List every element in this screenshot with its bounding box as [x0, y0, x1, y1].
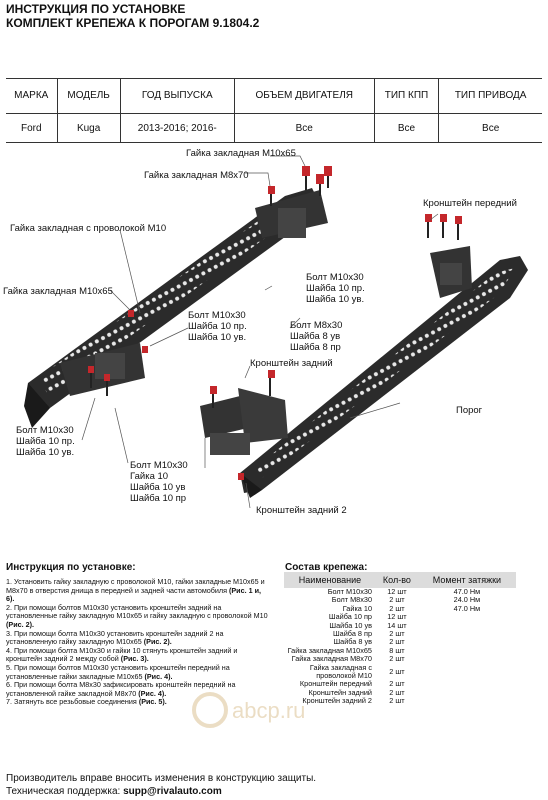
- left-rear-bracket: [60, 343, 145, 396]
- step-5: 5. При помощи болтов М10х30 установить к…: [6, 662, 230, 681]
- fasteners-table: Наименование Кол-во Момент затяжки Болт …: [284, 572, 516, 706]
- label-nut-m8x70: Гайка закладная М8х70: [144, 170, 249, 181]
- vehicle-spec-table: МАРКА МОДЕЛЬ ГОД ВЫПУСКА ОБЪЕМ ДВИГАТЕЛЯ…: [6, 78, 542, 143]
- label-nut-wire-m10: Гайка закладная с проволокой М10: [10, 223, 167, 234]
- bolt-stems: [90, 176, 459, 408]
- spec-col-brand: МАРКА: [6, 78, 58, 114]
- label-bolt-group-c: Болт М8х30 Шайба 8 ув Шайба 8 пр: [290, 320, 343, 353]
- doc-subtitle: КОМПЛЕКТ КРЕПЕЖА К ПОРОГАМ 9.1804.2: [6, 16, 260, 30]
- label-step-board: Порог: [456, 405, 483, 416]
- spec-engine: Все: [233, 113, 375, 143]
- spec-header-row: МАРКА МОДЕЛЬ ГОД ВЫПУСКА ОБЪЕМ ДВИГАТЕЛЯ…: [6, 78, 542, 114]
- right-front-bracket: [430, 246, 472, 298]
- spec-col-year: ГОД ВЫПУСКА: [119, 78, 235, 114]
- instructions-steps: 1. Установить гайку закладную с проволок…: [6, 577, 271, 707]
- spec-gearbox: Все: [373, 113, 439, 143]
- fasteners-col-name: Наименование: [284, 572, 376, 588]
- spec-model: Kuga: [56, 113, 121, 143]
- step-4: 4. При помощи болта М10х30 и гайки 10 ст…: [6, 645, 238, 664]
- label-bolt-group-b: Болт М10х30 Шайба 10 пр. Шайба 10 ув.: [188, 310, 247, 343]
- spec-year: 2013-2016; 2016-: [119, 113, 235, 143]
- svg-text:abcp.ru: abcp.ru: [232, 698, 305, 723]
- spec-col-drive: ТИП ПРИВОДА: [438, 78, 542, 114]
- spec-col-model: МОДЕЛЬ: [56, 78, 121, 114]
- fastener-markers: [88, 166, 462, 480]
- abcp-watermark-logo: abcp.ru: [192, 692, 305, 728]
- step-6: 6. При помощи болта М8х30 зафиксировать …: [6, 680, 236, 698]
- label-rear-bracket-2: Кронштейн задний 2: [256, 505, 347, 516]
- left-front-bracket: [255, 190, 328, 238]
- step-7: 7. Затянуть все резьбовые соединения (Ри…: [6, 697, 167, 707]
- support-email-link[interactable]: supp@rivalauto.com: [123, 786, 222, 797]
- fasteners-title: Состав крепежа:: [285, 562, 368, 573]
- label-nut-m10x65-top: Гайка закладная М10х65: [186, 148, 296, 159]
- label-rear-bracket: Кронштейн задний: [250, 358, 333, 369]
- fasteners-header-row: Наименование Кол-во Момент затяжки: [284, 572, 516, 588]
- step-3: 3. При помощи болта М10х30 установить кр…: [6, 628, 224, 647]
- exploded-assembly-diagram: [24, 155, 528, 509]
- leader-lines: [81, 155, 439, 509]
- right-step-board: [240, 256, 528, 498]
- spec-drive: Все: [438, 113, 542, 143]
- spec-brand: Ford: [6, 113, 58, 143]
- label-nut-m10x65-left: Гайка закладная М10х65: [3, 286, 113, 297]
- footer-support: Техническая поддержка: supp@rivalauto.co…: [6, 786, 222, 797]
- doc-title: ИНСТРУКЦИЯ ПО УСТАНОВКЕ: [6, 2, 186, 16]
- spec-data-row: Ford Kuga 2013-2016; 2016- Все Все Все: [6, 113, 542, 143]
- label-bolt-group-d: Болт М10х30 Шайба 10 пр. Шайба 10 ув.: [16, 425, 75, 458]
- instructions-title: Инструкция по установке:: [6, 562, 136, 573]
- step-1: 1. Установить гайку закладную с проволок…: [6, 577, 265, 604]
- fasteners-col-torque: Момент затяжки: [417, 572, 516, 588]
- spec-col-engine: ОБЪЕМ ДВИГАТЕЛЯ: [233, 78, 375, 114]
- label-bolt-group-a: Болт М10х30 Шайба 10 пр. Шайба 10 ув.: [306, 272, 365, 305]
- fasteners-col-qty: Кол-во: [376, 572, 418, 588]
- step-2: 2. При помощи болтов М10х30 установить к…: [6, 602, 268, 629]
- spec-col-gearbox: ТИП КПП: [373, 78, 439, 114]
- label-bolt-group-e: Болт М10х30 Гайка 10 Шайба 10 ув Шайба 1…: [130, 460, 188, 504]
- label-front-bracket: Кронштейн передний: [423, 198, 517, 209]
- footer-disclaimer: Производитель вправе вносить изменения в…: [6, 773, 317, 784]
